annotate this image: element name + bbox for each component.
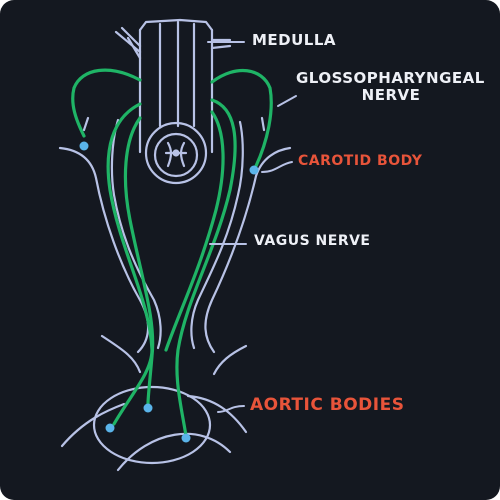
vagus-nerve-label: VAGUS NERVE xyxy=(254,233,371,249)
aortic-body-dot-2 xyxy=(143,403,153,413)
artery-structure xyxy=(58,116,292,472)
glossopharyngeal-leader xyxy=(277,95,297,107)
carotid-body-leader xyxy=(261,161,293,173)
medulla xyxy=(114,18,232,185)
leader-lines xyxy=(207,41,297,413)
aortic-body-dot-1 xyxy=(105,423,115,433)
aortic-bodies-label: AORTIC BODIES xyxy=(250,395,405,415)
glossopharyngeal-label-line2: NERVE xyxy=(361,85,421,104)
nerves xyxy=(71,68,273,438)
medulla-label: MEDULLA xyxy=(252,31,337,49)
receptors xyxy=(79,141,259,443)
carotid-body-label: CAROTID BODY xyxy=(298,153,423,169)
aortic-bodies-leader xyxy=(217,405,245,413)
glossopharyngeal-nerve-label: GLOSSOPHARYNGEAL NERVE xyxy=(296,69,485,104)
carotid-body-left-dot xyxy=(79,141,89,151)
carotid-body-right-dot xyxy=(249,165,259,175)
glossopharyngeal-label-line1: GLOSSOPHARYNGEAL xyxy=(296,69,485,87)
aortic-body-dot-3 xyxy=(181,433,191,443)
